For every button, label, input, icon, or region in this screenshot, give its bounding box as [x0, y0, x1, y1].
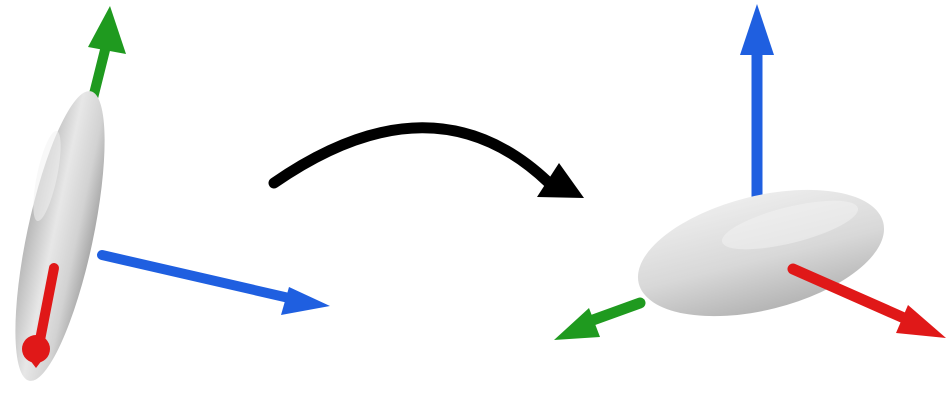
left-y-axis-arrow	[87, 6, 126, 107]
left-ellipsoid-body	[15, 91, 105, 381]
right-orientation	[554, 4, 946, 340]
transition-arrow	[268, 122, 584, 198]
right-x-axis-arrow	[787, 263, 946, 338]
left-orientation	[15, 6, 330, 381]
left-z-axis-arrow	[97, 250, 330, 315]
right-y-axis-arrow	[554, 297, 646, 340]
right-z-axis-arrow	[740, 4, 774, 220]
left-x-axis-arrow	[22, 263, 59, 368]
